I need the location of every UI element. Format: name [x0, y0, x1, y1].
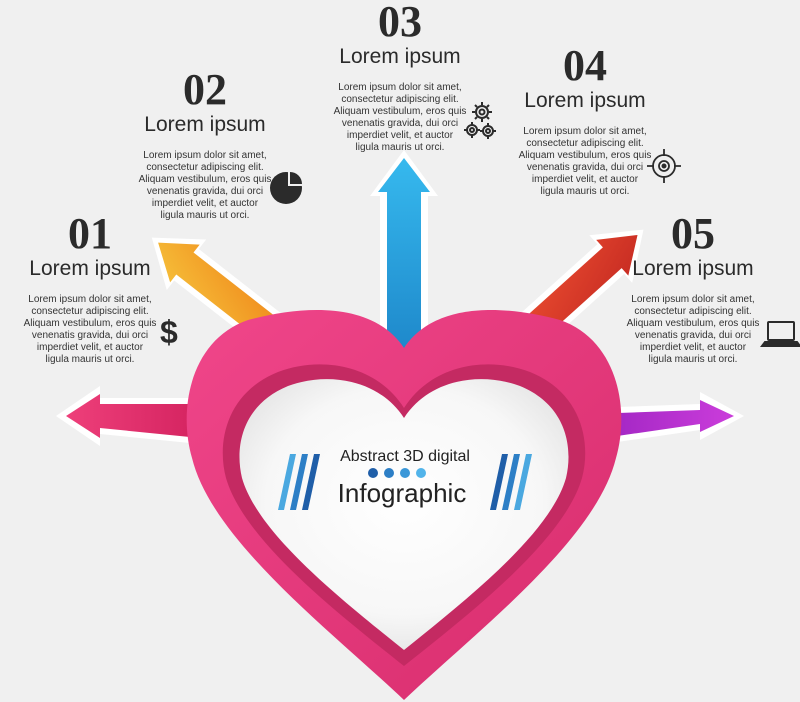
pie-chart-icon [270, 170, 304, 204]
step-description: Lorem ipsum dolor sit amet, consectetur … [23, 294, 157, 365]
step-01: 01 Lorem ipsum Lorem ipsum dolor sit ame… [14, 212, 166, 366]
step-heading: Lorem ipsum [29, 257, 151, 280]
step-heading: Lorem ipsum [524, 89, 646, 112]
step-05: 05 Lorem ipsum Lorem ipsum dolor sit ame… [618, 212, 768, 366]
step-number: 05 [671, 209, 715, 258]
step-number: 02 [183, 65, 227, 114]
step-number: 04 [563, 41, 607, 90]
step-02: 02 Lorem ipsum Lorem ipsum dolor sit ame… [130, 68, 280, 222]
step-heading: Lorem ipsum [632, 257, 754, 280]
step-description: Lorem ipsum dolor sit amet, consectetur … [138, 150, 272, 221]
heart-frame [186, 309, 622, 700]
arrow-03 [370, 150, 438, 360]
arrow-04 [518, 229, 644, 345]
step-description: Lorem ipsum dolor sit amet, consectetur … [333, 82, 467, 153]
dot [368, 468, 378, 478]
dot [400, 468, 410, 478]
dollar-icon: $ [160, 314, 178, 350]
step-04: 04 Lorem ipsum Lorem ipsum dolor sit ame… [506, 44, 664, 198]
center-title: Abstract 3D digital [340, 448, 470, 465]
arrow-02 [151, 237, 283, 346]
target-icon [647, 149, 681, 183]
step-description: Lorem ipsum dolor sit amet, consectetur … [518, 126, 652, 197]
right-stripes [490, 454, 532, 510]
dots-row [366, 468, 436, 478]
step-number: 01 [68, 209, 112, 258]
laptop-icon [760, 321, 800, 347]
step-heading: Lorem ipsum [339, 45, 461, 68]
center-subtitle: Infographic [337, 478, 467, 508]
step-03: 03 Lorem ipsum Lorem ipsum dolor sit ame… [320, 0, 480, 154]
left-stripes [278, 454, 320, 510]
dot [416, 468, 426, 478]
gears-icon [464, 102, 496, 139]
arrow-01 [56, 386, 220, 446]
arrow-05 [590, 392, 744, 446]
step-number: 03 [378, 0, 422, 46]
step-description: Lorem ipsum dolor sit amet, consectetur … [626, 294, 760, 365]
dot [384, 468, 394, 478]
step-heading: Lorem ipsum [144, 113, 266, 136]
